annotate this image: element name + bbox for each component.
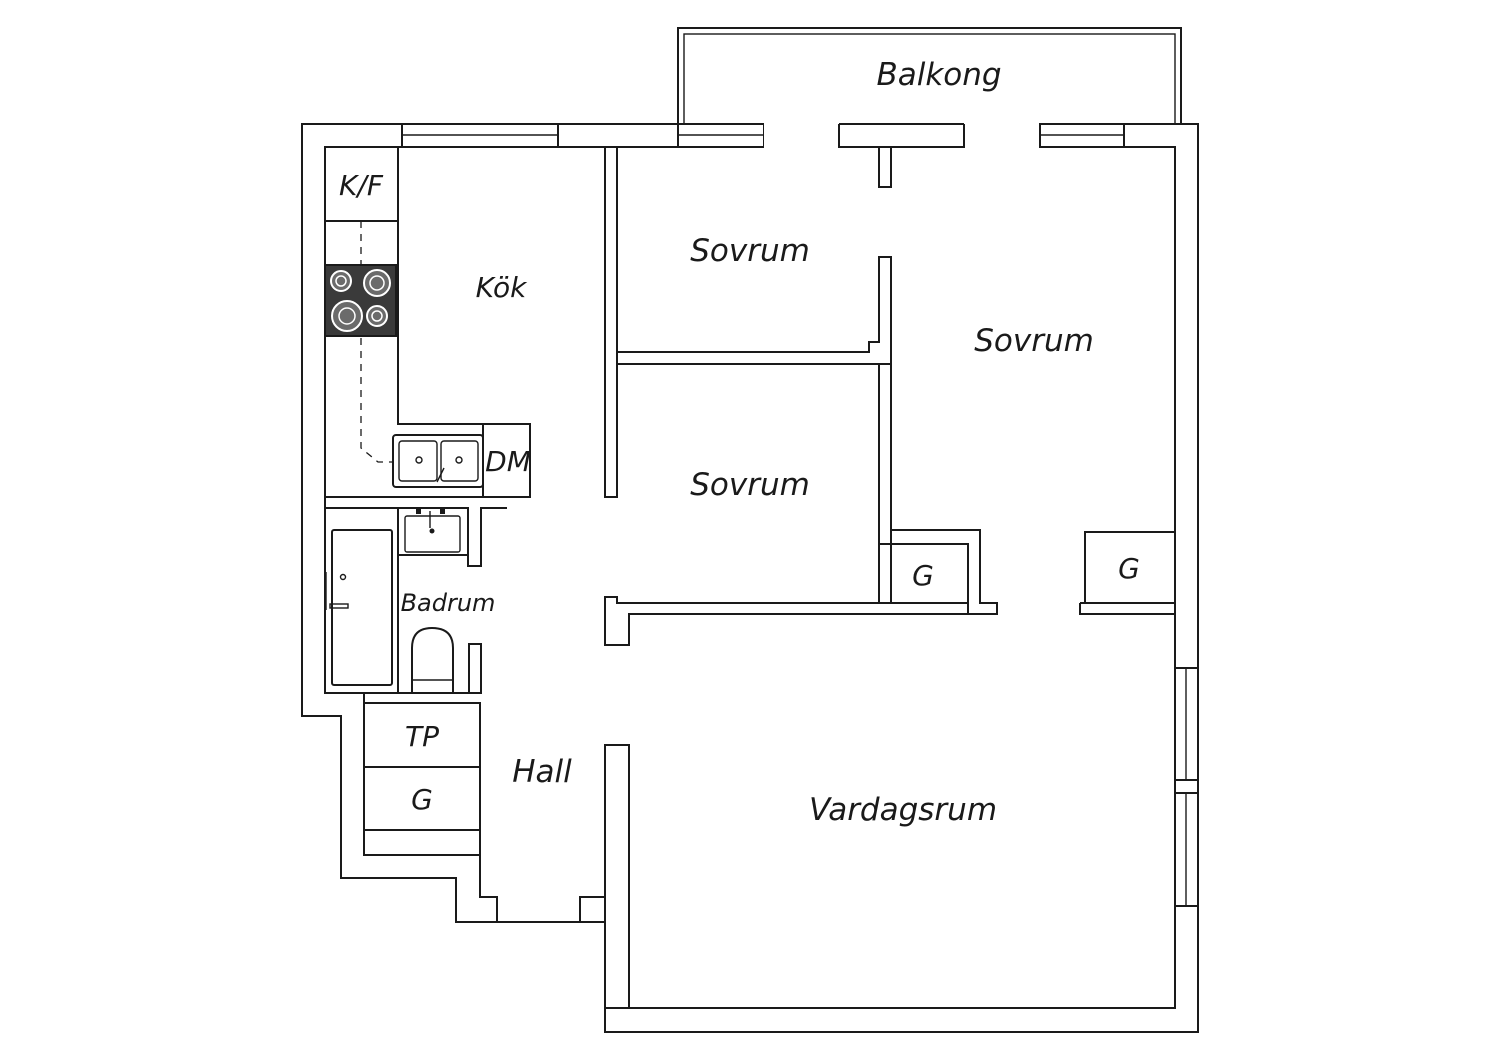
- label-balkong: Balkong: [876, 57, 1001, 93]
- label-dm: DM: [485, 445, 531, 478]
- label-sovrum-right: Sovrum: [974, 323, 1094, 359]
- label-tp: TP: [405, 720, 439, 753]
- label-kf: K/F: [339, 169, 384, 202]
- balcony-door: [764, 123, 1039, 188]
- bedroom-closets: [878, 531, 1176, 604]
- label-vardagsrum: Vardagsrum: [809, 792, 997, 828]
- windows: [401, 123, 1199, 907]
- bathroom-fixtures: [324, 507, 469, 694]
- label-sovrum-top: Sovrum: [690, 233, 810, 269]
- kitchen-counter: [324, 146, 531, 498]
- label-g-middle: G: [912, 559, 934, 592]
- toilet-icon: [411, 626, 454, 693]
- kitchen-sink-icon: [392, 434, 484, 488]
- label-badrum: Badrum: [401, 589, 496, 617]
- label-hall: Hall: [512, 754, 572, 790]
- label-sovrum-middle: Sovrum: [690, 467, 810, 503]
- washbasin-icon: [397, 507, 469, 556]
- room-labels: Balkong K/F Kök DM Sovrum Sovrum Sovrum …: [339, 57, 1140, 828]
- label-g-right: G: [1118, 552, 1140, 585]
- label-g-hall: G: [411, 783, 433, 816]
- hall-closets: [363, 702, 481, 831]
- label-kok: Kök: [476, 271, 528, 304]
